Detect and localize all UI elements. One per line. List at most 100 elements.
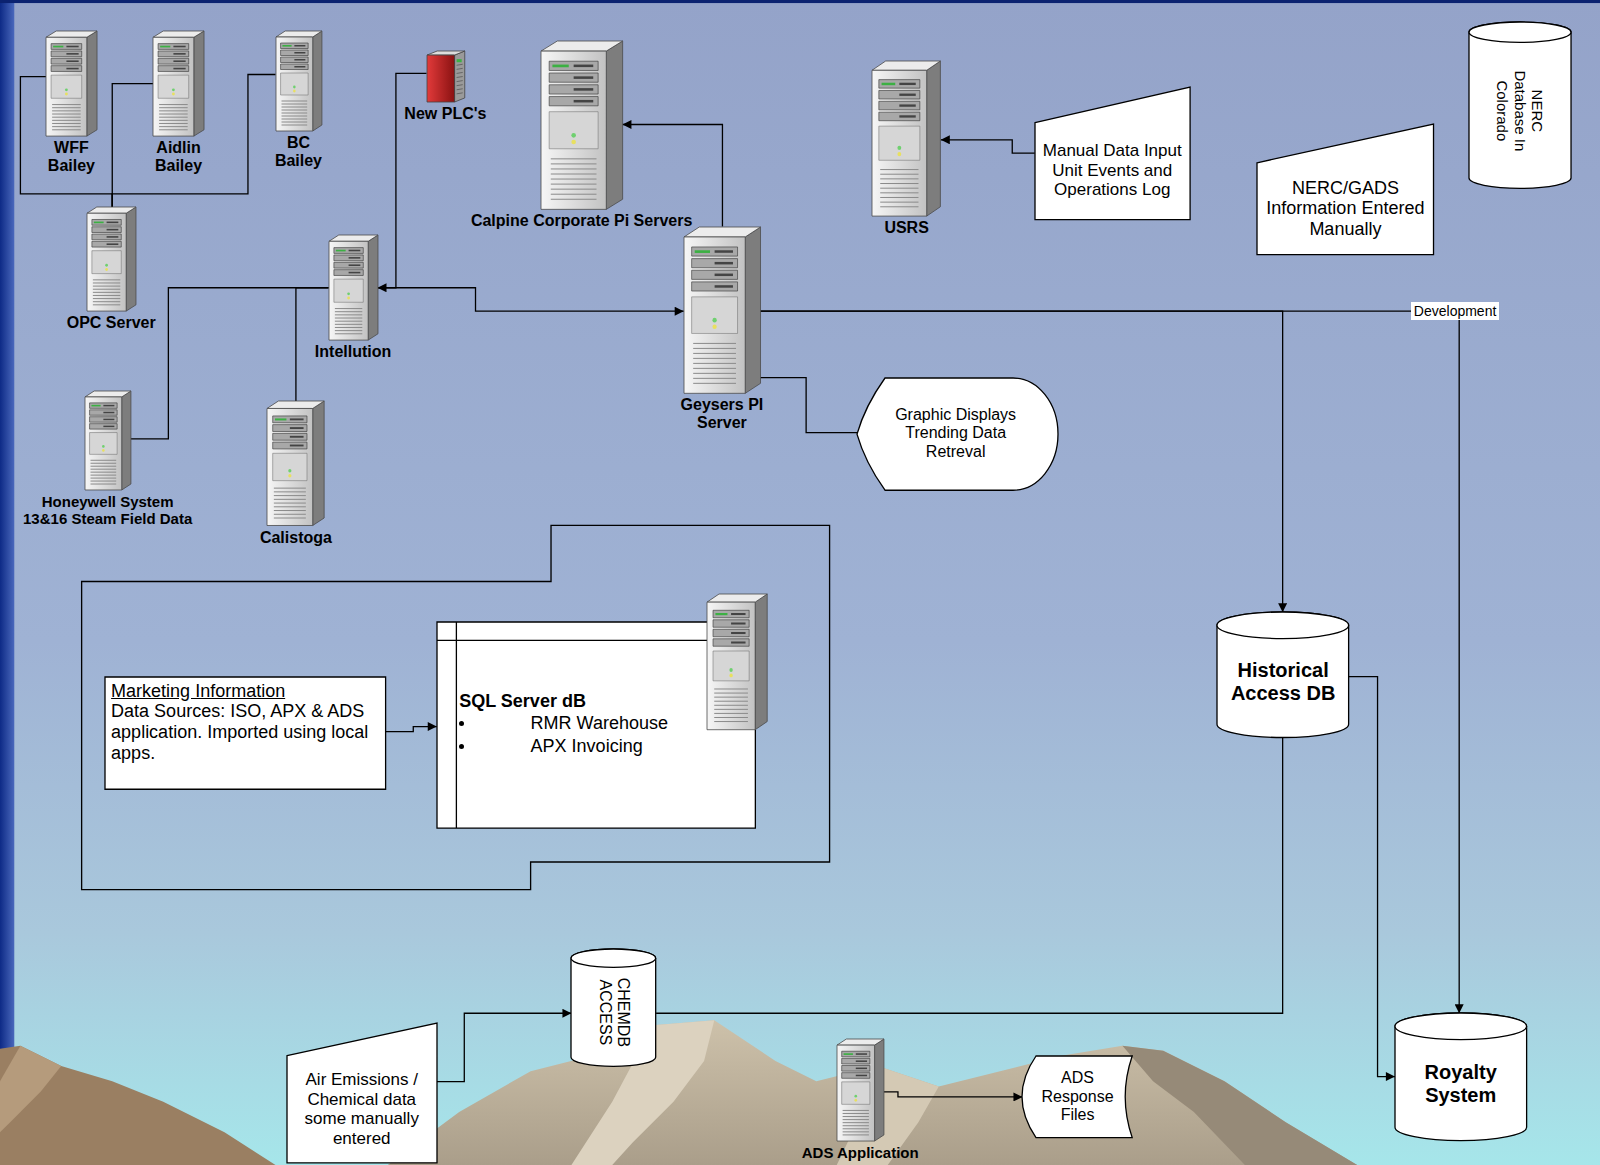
- drawn-circle: [730, 668, 733, 672]
- drawn-rect: [290, 418, 304, 420]
- drawn-polygon: [329, 235, 378, 241]
- drawn-circle: [898, 146, 902, 150]
- drawn-rect: [713, 620, 749, 627]
- manual-input: Manual Data Input Unit Events and Operat…: [1035, 87, 1190, 220]
- drawn-rect: [158, 65, 189, 71]
- drawn-line: [881, 179, 919, 180]
- label-holder: ADS Application: [802, 1144, 919, 1161]
- drawn-polygon: [454, 51, 464, 102]
- drawn-rect: [549, 73, 598, 82]
- edge-label-holder: Development: [1411, 302, 1500, 320]
- drawn-polygon: [541, 41, 623, 51]
- drawn-rect: [856, 1060, 867, 1062]
- connector: [941, 140, 1035, 153]
- drawn-polygon: [837, 1039, 884, 1045]
- drawn-line: [93, 279, 120, 280]
- drawn-rect: [92, 241, 121, 247]
- outline-path: [105, 677, 386, 789]
- text-holder: Historical Access DB: [1221, 640, 1345, 725]
- drawn-rect: [51, 43, 82, 49]
- drawn-line: [159, 110, 188, 111]
- drawn-line: [456, 85, 462, 86]
- connector: [760, 378, 857, 433]
- drawn-polygon: [267, 401, 324, 408]
- server-node: Intellution: [329, 235, 378, 340]
- drawn-line: [693, 347, 736, 348]
- drawn-line: [334, 311, 361, 312]
- drawn-line: [90, 466, 116, 467]
- drawn-line: [93, 301, 120, 302]
- server-icon: [46, 31, 97, 136]
- server-label: WFF Bailey: [40, 139, 102, 176]
- drawn-line: [52, 126, 81, 127]
- drawn-rect: [573, 64, 593, 67]
- bullet-dot: [459, 721, 464, 726]
- drawn-polygon: [313, 401, 324, 525]
- drawn-rect: [882, 83, 896, 85]
- drawn-circle: [730, 673, 733, 677]
- drawn-rect: [549, 112, 598, 149]
- shape-text: Royalty System: [1399, 1061, 1523, 1107]
- drawn-rect: [91, 405, 100, 407]
- drawn-polygon: [87, 31, 97, 136]
- drawn-rect: [103, 405, 114, 406]
- connector: [884, 1092, 1023, 1097]
- drawn-line: [52, 110, 81, 111]
- drawn-rect: [348, 271, 360, 273]
- drawn-line: [842, 1122, 868, 1123]
- server-label: Geysers PI Server: [677, 396, 767, 433]
- drawn-rect: [573, 88, 593, 91]
- drawn-line: [551, 163, 597, 164]
- drawn-rect: [691, 296, 737, 333]
- drawn-rect: [335, 249, 345, 251]
- drawn-rect: [333, 262, 362, 268]
- drawn-line: [842, 1125, 868, 1126]
- bullet-row: APX Invoicing: [459, 735, 642, 758]
- drawn-polygon: [755, 594, 767, 730]
- drawn-line: [52, 107, 81, 108]
- drawn-line: [842, 1116, 868, 1117]
- drawn-line: [714, 697, 748, 698]
- drawn-circle: [898, 152, 902, 156]
- drawn-rect: [549, 85, 598, 94]
- drawn-line: [90, 468, 116, 469]
- manual-input: Air Emissions / Chemical data some manua…: [287, 1023, 437, 1163]
- drawn-line: [693, 372, 736, 373]
- drawn-line: [881, 169, 919, 170]
- database-box: SQL Server dBRMR WarehouseAPX Invoicing: [437, 622, 755, 828]
- drawn-rect: [92, 234, 121, 240]
- drawn-line: [159, 119, 188, 120]
- drawn-line: [93, 289, 120, 290]
- drawn-line: [281, 100, 307, 101]
- drawn-circle: [289, 469, 292, 472]
- text-holder: Royalty System: [1399, 1041, 1523, 1128]
- drawn-rect: [684, 236, 745, 392]
- drawn-rect: [173, 45, 185, 47]
- text-holder: CHEMDB ACCESS: [575, 968, 652, 1057]
- drawn-polygon: [126, 207, 136, 311]
- drawn-line: [881, 197, 919, 198]
- drawn-rect: [92, 251, 121, 274]
- drawn-rect: [333, 269, 362, 275]
- shape-text: Manual Data Input Unit Events and Operat…: [1039, 141, 1186, 200]
- drawn-rect: [85, 397, 122, 490]
- drawn-rect: [280, 50, 308, 56]
- drawn-line: [881, 202, 919, 203]
- drawn-line: [881, 183, 919, 184]
- drawn-polygon: [276, 31, 322, 37]
- cylinder-top: [1395, 1013, 1527, 1040]
- drawn-line: [90, 471, 116, 472]
- label-holder: New PLC's: [404, 105, 486, 123]
- drawn-line: [551, 183, 597, 184]
- connector: [622, 124, 722, 226]
- drawn-line: [93, 286, 120, 287]
- server-node: USRS: [872, 61, 940, 216]
- text-holder: SQL Server dBRMR WarehouseAPX Invoicing: [459, 690, 673, 825]
- drawn-polygon: [194, 31, 204, 136]
- label-holder: Intellution: [315, 343, 391, 361]
- drawn-rect: [103, 419, 114, 420]
- drawn-circle: [65, 88, 68, 91]
- drawn-rect: [294, 45, 305, 47]
- drawn-rect: [348, 249, 360, 251]
- drawn-rect: [89, 423, 117, 428]
